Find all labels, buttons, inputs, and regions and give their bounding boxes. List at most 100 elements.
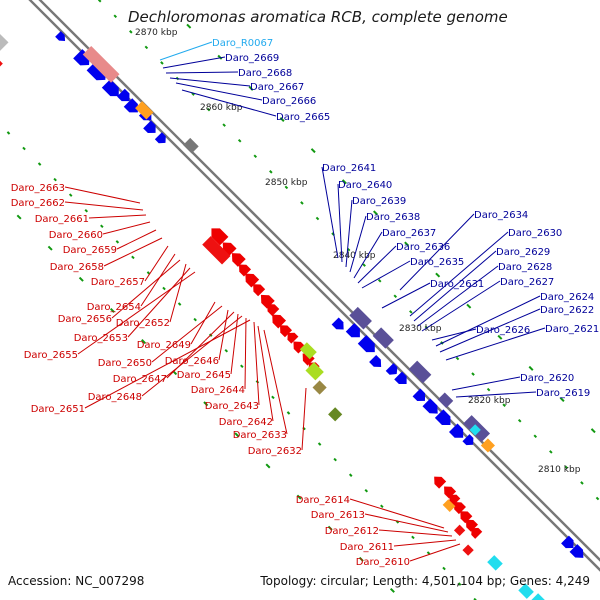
gene-label: Daro_2636 — [396, 242, 450, 253]
gene-block — [299, 342, 317, 360]
gene-block — [442, 499, 456, 512]
reverse-gene-arrow — [231, 253, 246, 267]
reverse-gene-arrow — [460, 511, 473, 524]
leader-line — [349, 498, 445, 529]
leader-line — [439, 308, 541, 353]
gene-block — [328, 407, 343, 422]
tick-mark — [411, 535, 415, 540]
gene-label: Daro_2620 — [520, 373, 574, 384]
tick-mark — [435, 272, 441, 278]
leader-line — [378, 529, 453, 537]
leader-line — [102, 221, 151, 235]
leader-line — [451, 376, 521, 391]
tick-mark — [97, 0, 102, 3]
gene-label: Daro_2645 — [177, 370, 231, 381]
forward-gene-arrow — [357, 335, 375, 353]
leader-line — [421, 280, 501, 332]
gene-block — [312, 380, 327, 395]
tick-track — [16, 214, 395, 593]
gene-block — [469, 424, 481, 436]
tick-mark — [310, 148, 316, 154]
gene-label: Daro_2661 — [35, 214, 89, 225]
gene-block — [462, 544, 474, 556]
gene-label: Daro_2641 — [322, 163, 376, 174]
backbone-line — [38, 0, 600, 562]
tick-mark — [364, 488, 369, 493]
tick-mark — [296, 494, 302, 500]
reverse-gene-arrow — [267, 304, 280, 317]
gene-label: Daro_2667 — [250, 82, 304, 93]
reverse-gene-arrow — [453, 502, 466, 515]
gene-block — [408, 360, 432, 384]
tick-mark — [100, 224, 104, 229]
kbp-label: 2870 kbp — [135, 28, 178, 38]
tick-mark — [271, 395, 275, 400]
tick-mark — [377, 278, 382, 283]
tick-mark — [466, 303, 472, 309]
tick-track — [186, 23, 596, 434]
gene-label: Daro_2651 — [31, 404, 85, 415]
leader-line — [393, 539, 457, 547]
gene-label: Daro_2630 — [508, 228, 562, 239]
leader-line — [301, 387, 307, 451]
forward-gene-arrow — [123, 98, 138, 113]
tick-mark — [549, 450, 553, 454]
leader-line — [190, 301, 216, 345]
tick-mark — [206, 107, 211, 112]
gene-label: Daro_2668 — [238, 68, 292, 79]
gene-block — [531, 593, 545, 600]
forward-gene-arrow — [331, 317, 344, 330]
tick-mark — [393, 294, 398, 299]
tick-mark — [559, 397, 565, 402]
forward-gene-arrow — [412, 388, 426, 402]
tick-mark — [409, 310, 413, 314]
reverse-gene-arrow — [260, 294, 275, 309]
reverse-gene-arrow — [449, 494, 461, 506]
tick-mark — [160, 61, 164, 65]
tick-mark — [528, 365, 534, 371]
tick-mark — [426, 551, 431, 555]
reverse-gene-arrow — [287, 332, 299, 344]
tick-mark — [162, 286, 166, 291]
leader-line — [162, 56, 226, 69]
genome-summary-text: Topology: circular; Length: 4,501,104 bp… — [260, 574, 590, 588]
gene-label: Daro_2634 — [474, 210, 528, 221]
tick-mark — [131, 255, 135, 260]
forward-gene-arrow — [449, 423, 464, 438]
tick-mark — [234, 432, 240, 438]
leader-line — [409, 231, 509, 317]
leader-line — [337, 183, 343, 263]
tick-mark — [358, 556, 364, 562]
gene-label: Daro_2611 — [340, 542, 394, 553]
gene-label: Daro_2629 — [496, 247, 550, 258]
gene-label: Daro_2613 — [311, 510, 365, 521]
reverse-gene-arrow — [471, 527, 483, 539]
gene-label: Daro_R0067 — [212, 38, 273, 49]
reverse-gene-arrow — [245, 273, 260, 288]
forward-gene-arrow — [462, 434, 474, 446]
leader-line — [64, 186, 141, 204]
gene-label: Daro_2655 — [24, 350, 78, 361]
gene-block — [480, 438, 495, 453]
gene-label: Daro_2626 — [476, 325, 530, 336]
reverse-gene-arrow — [272, 314, 287, 329]
gene-label: Daro_2646 — [165, 356, 219, 367]
tick-mark — [286, 411, 291, 415]
reverse-gene-arrow — [280, 325, 293, 338]
gene-label: Daro_2648 — [88, 392, 142, 403]
tick-mark — [284, 185, 289, 190]
tick-mark — [6, 131, 11, 135]
kbp-label: 2850 kbp — [265, 178, 308, 188]
leader-line — [169, 263, 187, 323]
gene-block — [487, 555, 503, 571]
tick-mark — [517, 418, 522, 423]
leader-line — [244, 317, 247, 390]
gene-label: Daro_2628 — [498, 262, 552, 273]
gene-label: Daro_2612 — [325, 526, 379, 537]
tick-mark — [595, 496, 600, 501]
tick-mark — [217, 54, 223, 60]
leader-line — [345, 199, 353, 268]
leader-line — [364, 513, 449, 533]
tick-mark — [300, 201, 304, 205]
leader-line — [409, 543, 461, 562]
